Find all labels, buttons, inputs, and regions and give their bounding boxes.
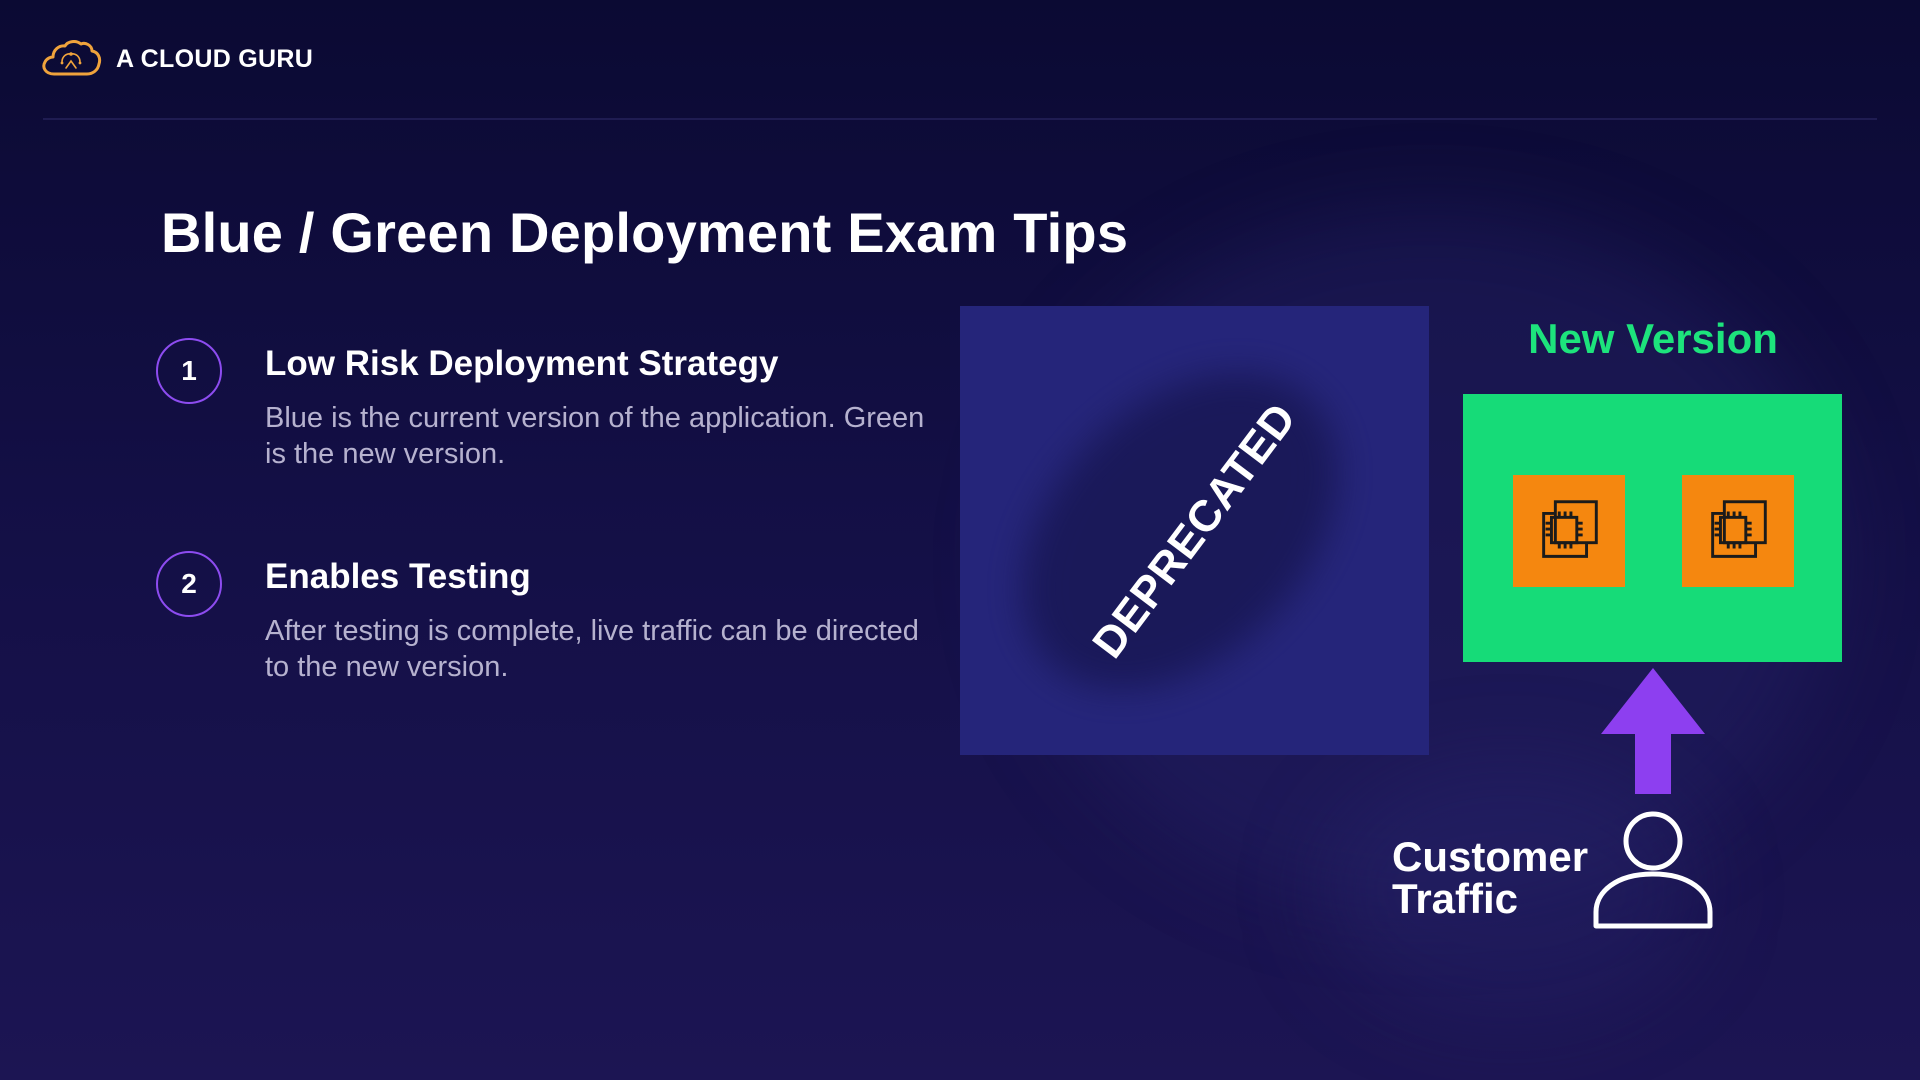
arrow-up-icon <box>1601 668 1705 794</box>
customer-traffic-label: Customer Traffic <box>1392 836 1588 920</box>
green-environment-box <box>1463 394 1842 662</box>
cloud-logo-icon <box>42 40 102 76</box>
page-title: Blue / Green Deployment Exam Tips <box>161 201 1129 264</box>
tip-heading: Low Risk Deployment Strategy <box>265 344 779 383</box>
tip-description: Blue is the current version of the appli… <box>265 402 925 470</box>
brand-name: A CLOUD GURU <box>116 44 314 73</box>
tip-number-badge: 2 <box>156 551 222 617</box>
processor-chip-icon <box>1711 500 1767 558</box>
instance-tile <box>1682 475 1794 587</box>
customer-traffic-line: Customer <box>1392 833 1589 880</box>
tip-item: 2 Enables Testing After testing is compl… <box>156 551 945 685</box>
blue-environment-box: DEPRECATED <box>960 306 1429 755</box>
tip-description: After testing is complete, live traffic … <box>265 615 919 683</box>
new-version-label: New Version <box>1528 315 1778 362</box>
tip-item: 1 Low Risk Deployment Strategy Blue is t… <box>156 338 945 472</box>
tip-heading: Enables Testing <box>265 557 531 596</box>
instance-tile <box>1513 475 1625 587</box>
background-glow <box>1320 760 1700 1020</box>
brand-logo[interactable]: A CLOUD GURU <box>40 38 313 80</box>
processor-chip-icon <box>1542 500 1598 558</box>
tip-content: Low Risk Deployment Strategy Blue is the… <box>265 338 945 472</box>
tip-number-badge: 1 <box>156 338 222 404</box>
user-icon <box>1593 811 1713 929</box>
tip-content: Enables Testing After testing is complet… <box>265 551 945 685</box>
header-divider <box>43 118 1877 120</box>
customer-traffic-line: Traffic <box>1392 875 1519 922</box>
